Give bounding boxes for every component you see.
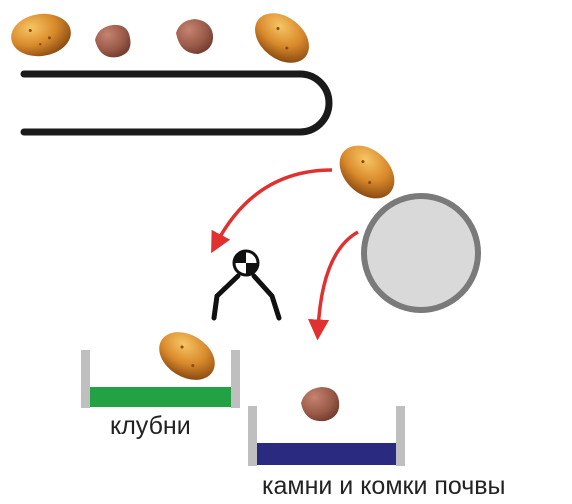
sensor-deflector (211, 249, 282, 321)
potato-falling (339, 145, 395, 199)
stone-bin (248, 406, 405, 466)
conveyor-belt (20, 70, 333, 136)
roller-drum (361, 193, 481, 313)
tuber-bin (81, 350, 240, 408)
stone-on-belt-2 (176, 19, 214, 54)
stone-on-belt-1 (95, 24, 131, 58)
potato-in-tuber-bin (159, 332, 215, 380)
label-tubers: клубни (110, 412, 191, 440)
potato-on-belt-2 (255, 13, 309, 63)
label-stones-and-soil: камни и комки почвы (262, 472, 506, 500)
trajectory-arrow-to-stones (308, 230, 359, 341)
potato-on-belt-1 (11, 13, 71, 57)
stone-in-stone-bin (301, 387, 340, 422)
trajectory-arrow-to-tubers (211, 168, 333, 254)
